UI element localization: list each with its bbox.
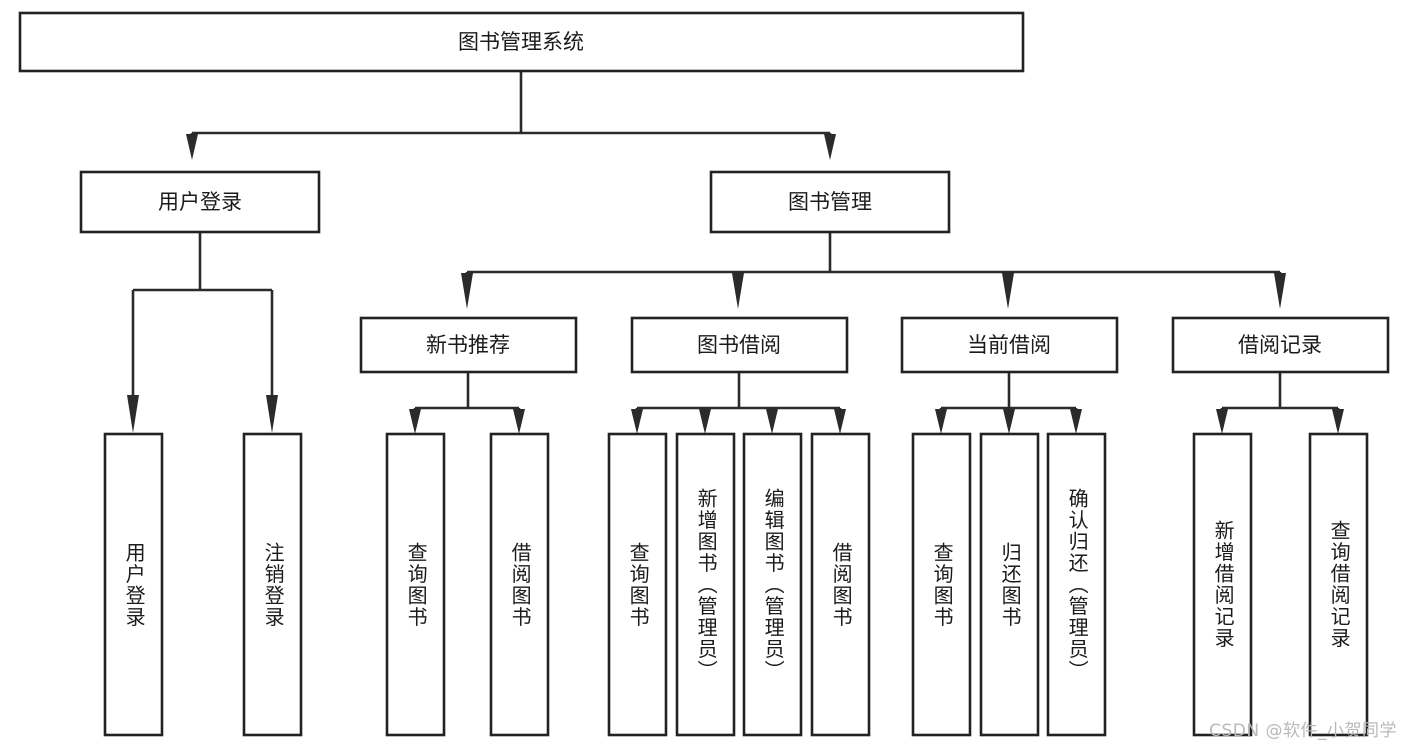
arrowhead-leaf-12 [1216,409,1228,434]
arrowhead-leaf-7 [766,409,778,434]
node-book-borrow[interactable]: 图书借阅 [630,316,849,374]
arrowhead-leaf-4 [513,409,525,434]
leaf-box-6[interactable] [675,432,736,737]
arrowhead-user-login [186,134,198,160]
node-current-borrow[interactable]: 当前借阅 [900,316,1119,374]
node-book-manage-box[interactable] [709,170,951,234]
node-borrow-record-label: 借阅记录 [1238,333,1322,357]
node-borrow-record[interactable]: 借阅记录 [1171,316,1390,374]
arrowhead-leaf-10 [1003,409,1015,434]
node-root-label: 图书管理系统 [458,30,584,54]
arrowhead-leaf-8 [834,409,846,434]
arrowhead-book-borrow [732,273,744,309]
node-root-box[interactable] [18,11,1025,73]
node-user-login-box[interactable] [79,170,321,234]
node-new-book-recommend[interactable]: 新书推荐 [359,316,578,374]
node-current-borrow-label: 当前借阅 [967,333,1051,357]
leaf-box-5[interactable] [607,432,668,737]
arrowhead-current-borrow [1002,273,1014,309]
leaf-box-2[interactable] [242,432,303,737]
leaf-box-4[interactable] [489,432,550,737]
arrowhead-leaf-11 [1070,409,1082,434]
arrowhead-new-book [461,273,473,309]
node-book-manage-label: 图书管理 [788,190,872,214]
arrowhead-leaf-13 [1332,409,1344,434]
leaf-box-7[interactable] [742,432,803,737]
arrowhead-borrow-record [1274,273,1286,309]
arrowhead-book-manage [824,134,836,160]
leaf-box-11[interactable] [1046,432,1107,737]
node-root[interactable]: 图书管理系统 [18,11,1025,73]
node-borrow-record-box[interactable] [1171,316,1390,374]
node-new-book-recommend-label: 新书推荐 [426,333,510,357]
node-book-manage[interactable]: 图书管理 [709,170,951,234]
leaf-boxes[interactable] [103,432,1369,737]
leaf-box-3[interactable] [385,432,446,737]
node-book-borrow-box[interactable] [630,316,849,374]
leaf-box-1[interactable] [103,432,164,737]
node-user-login[interactable]: 用户登录 [79,170,321,234]
arrowhead-leaf-9 [935,409,947,434]
watermark: CSDN @软件_小贺同学 [1209,721,1397,741]
arrowhead-leaf-5 [631,409,643,434]
leaf-box-12[interactable] [1192,432,1253,737]
node-book-borrow-label: 图书借阅 [697,333,781,357]
node-new-book-recommend-box[interactable] [359,316,578,374]
arrow-heads [127,134,1344,434]
node-user-login-label: 用户登录 [158,190,242,214]
arrowhead-leaf-2 [266,395,278,433]
leaf-box-13[interactable] [1308,432,1369,737]
arrowhead-leaf-6 [699,409,711,434]
leaf-box-8[interactable] [810,432,871,737]
arrowhead-leaf-1 [127,395,139,433]
arrowhead-leaf-3 [409,409,421,434]
leaf-box-10[interactable] [979,432,1040,737]
leaf-box-9[interactable] [911,432,972,737]
node-current-borrow-box[interactable] [900,316,1119,374]
